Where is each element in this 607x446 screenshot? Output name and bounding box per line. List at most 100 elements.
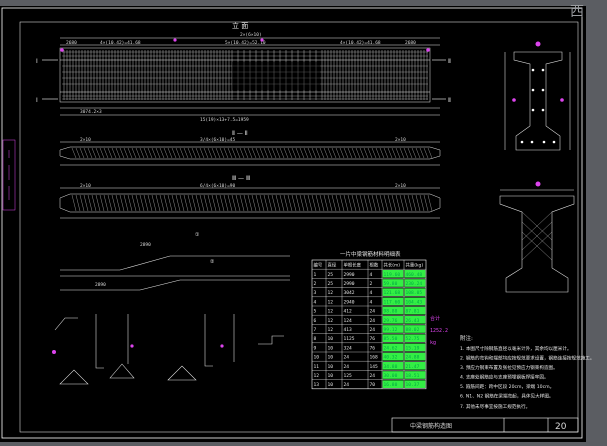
table-cell-highlight bbox=[382, 362, 404, 370]
section-bar-line bbox=[227, 194, 233, 212]
section-bar-line bbox=[399, 194, 405, 212]
section-bar-line bbox=[143, 147, 149, 159]
table-cell: 99.12 bbox=[384, 327, 398, 333]
section-bar-line bbox=[411, 194, 417, 212]
table-cell: 108.05 bbox=[406, 290, 423, 296]
section-bar-line bbox=[191, 194, 197, 212]
table-cell: 98.88 bbox=[384, 309, 398, 315]
section-2-drawing bbox=[59, 141, 441, 166]
section-2-bars bbox=[71, 147, 433, 159]
table-cell: 10 bbox=[328, 382, 334, 388]
section-bar-line bbox=[243, 147, 249, 159]
section-3-dim-left: 2×10 bbox=[80, 183, 91, 189]
table-cell: 12 bbox=[328, 327, 334, 333]
table-cell-highlight bbox=[382, 270, 404, 278]
section-bar-line bbox=[179, 194, 185, 212]
table-cell-highlight bbox=[404, 306, 426, 315]
material-table-title: 一片中梁钢筋材料明细表 bbox=[340, 250, 401, 258]
table-cell: 460.48 bbox=[406, 272, 423, 278]
sheet-frame-inner bbox=[19, 21, 579, 433]
section-bar-line bbox=[331, 147, 337, 159]
section-bar-line bbox=[135, 194, 141, 212]
table-cell-highlight bbox=[382, 380, 404, 388]
table-cell: 10.37 bbox=[406, 382, 420, 388]
note-line: 6. N1、N2 钢筋在梁端弯起，具体见大样图。 bbox=[460, 393, 554, 400]
section-bar-line bbox=[103, 147, 109, 159]
note-line: 4. 支座处钢筋应与支座预埋钢板焊接牢固。 bbox=[460, 374, 549, 381]
section-bar-line bbox=[383, 147, 389, 159]
section-bar-line bbox=[311, 147, 317, 159]
bar-detail-long-1-length: 2890 bbox=[140, 242, 151, 248]
drawing-title: 中梁钢筋构造图 bbox=[410, 422, 452, 430]
elevation-dim-overall-top: 2×(6×10) bbox=[240, 32, 262, 38]
section-bar-line bbox=[191, 147, 197, 159]
section-bar-line bbox=[91, 194, 97, 212]
section-bar-line bbox=[275, 194, 281, 212]
section-bar-line bbox=[71, 194, 77, 212]
elevation-title: 立 面 bbox=[232, 21, 248, 30]
watermark-glyph: 西 bbox=[570, 4, 584, 20]
section-bar-line bbox=[283, 194, 289, 212]
table-cell: 125 bbox=[344, 373, 353, 379]
table-cell: 230.24 bbox=[406, 281, 423, 287]
section-bar-line bbox=[315, 147, 321, 159]
section-bar-line bbox=[75, 147, 81, 159]
section-bar-line bbox=[283, 147, 289, 159]
section-bar-line bbox=[75, 194, 81, 212]
section-bar-line bbox=[111, 194, 117, 212]
section-bar-line bbox=[207, 194, 213, 212]
table-cell: 10 bbox=[328, 345, 334, 351]
table-cell: 12 bbox=[328, 299, 334, 305]
section-bar-line bbox=[339, 147, 345, 159]
sheet-frame-outer bbox=[1, 7, 583, 439]
table-cell: 12 bbox=[328, 309, 334, 315]
table-cell: 2940 bbox=[344, 299, 355, 305]
table-cell: 12 bbox=[314, 373, 320, 379]
section-bar-line bbox=[287, 194, 293, 212]
table-cell: 13 bbox=[314, 382, 320, 388]
section-bar-line bbox=[339, 194, 345, 212]
table-cell: 1 bbox=[314, 272, 317, 278]
table-cell: 145 bbox=[370, 364, 379, 370]
section-bar-line bbox=[163, 147, 169, 159]
section-bar-line bbox=[259, 194, 265, 212]
table-cell: 104.43 bbox=[406, 299, 423, 305]
section-bar-line bbox=[319, 194, 325, 212]
section-bar-line bbox=[127, 194, 133, 212]
table-cell: 24 bbox=[370, 318, 376, 324]
section-bar-line bbox=[195, 194, 201, 212]
section-bar-line bbox=[371, 147, 377, 159]
section-bar-line bbox=[167, 147, 173, 159]
section-bar-line bbox=[203, 147, 209, 159]
section-bar-line bbox=[95, 147, 101, 159]
section-bar-line bbox=[299, 147, 305, 159]
section-bar-line bbox=[423, 147, 429, 159]
section-bar-line bbox=[387, 147, 393, 159]
table-cell: 2990 bbox=[344, 272, 355, 278]
section-bar-line bbox=[215, 194, 221, 212]
elevation-stirrups bbox=[63, 50, 428, 100]
section-bar-line bbox=[363, 194, 369, 212]
table-cell: 121.68 bbox=[384, 290, 401, 296]
table-cell: 5 bbox=[314, 309, 317, 315]
section-bar-line bbox=[175, 194, 181, 212]
section-bar-line bbox=[367, 194, 373, 212]
elevation-dim-end-left: 2680 bbox=[66, 40, 77, 46]
section-bar-line bbox=[279, 194, 285, 212]
section-bar-line bbox=[259, 147, 265, 159]
section-bar-line bbox=[159, 194, 165, 212]
table-cell-highlight bbox=[404, 270, 426, 278]
section-bar-line bbox=[323, 194, 329, 212]
cross-section-lower-hatch bbox=[521, 211, 553, 261]
bar-detail-long-2 bbox=[60, 279, 290, 291]
section-bar-line bbox=[411, 147, 417, 159]
section-bar-line bbox=[187, 194, 193, 212]
table-cell: 16.80 bbox=[384, 382, 398, 388]
table-cell: 88.02 bbox=[406, 327, 420, 333]
table-cell: 10 bbox=[328, 373, 334, 379]
table-cell: 18.51 bbox=[406, 373, 420, 379]
table-cell-highlight bbox=[404, 316, 426, 324]
elevation-dim-right-group: 4×(10.42)=41.68 bbox=[340, 40, 381, 46]
table-cell: 24 bbox=[370, 309, 376, 315]
